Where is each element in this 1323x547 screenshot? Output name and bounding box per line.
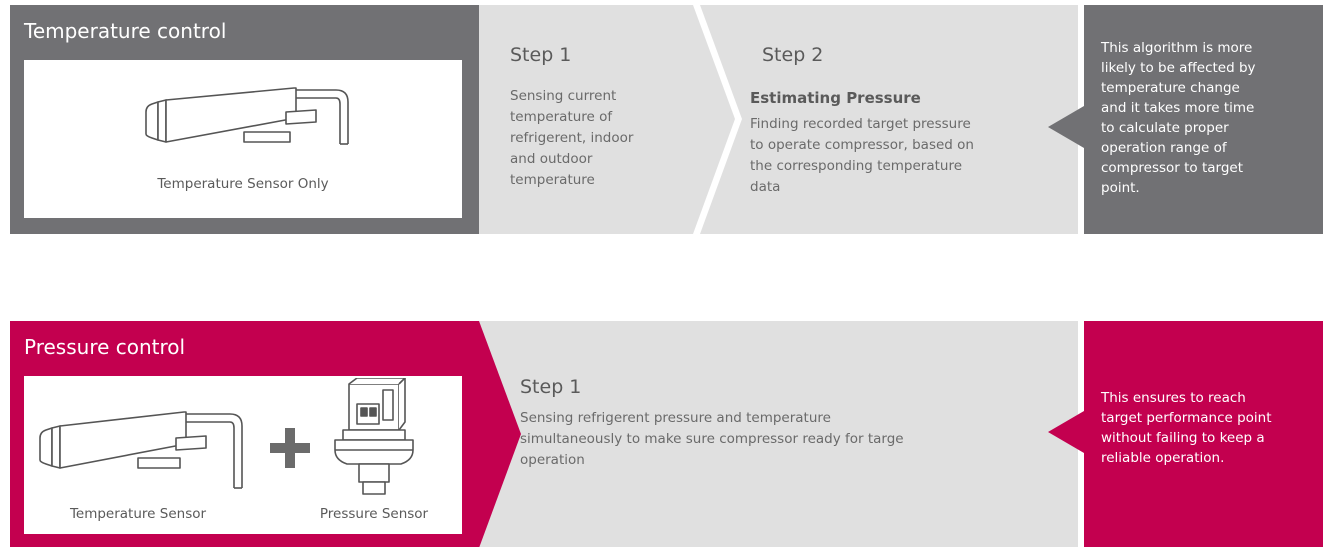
pressure-step1-title: Step 1 [520,376,582,398]
step2-panel [700,5,1078,234]
pressure-step1-body: Sensing refrigerent pressure and tempera… [520,408,1060,471]
step1-panel [479,5,735,234]
body-line: and outdoor [510,151,593,167]
pressure-step-panel [479,321,1078,547]
body-line: temperature of [510,109,613,125]
temperature-step2-title: Step 2 [762,44,824,66]
plus-icon [270,428,310,468]
pressure-sensor-icon [334,378,414,495]
body-line: operation [520,452,585,468]
temperature-control-title: Temperature control [24,19,227,43]
temperature-step1-title: Step 1 [510,44,572,66]
body-line: simultaneously to make sure compressor r… [520,431,904,447]
body-line: data [750,179,781,195]
note-line: compressor to target [1101,160,1244,176]
pressure-sensors-card: Temperature Sensor Pressure Sensor [24,376,462,534]
note-line: likely to be affected by [1101,60,1256,76]
note-line: This algorithm is more [1101,40,1253,56]
note-line: temperature change [1101,80,1240,96]
pressure-control-title: Pressure control [24,335,186,359]
temperature-sensor-icon [145,87,349,145]
temperature-sensor-only-caption: Temperature Sensor Only [157,176,329,192]
pressure-sensor-caption: Pressure Sensor [319,506,429,522]
note-line: to calculate proper [1101,120,1229,136]
body-line: to operate compressor, based on [750,137,974,153]
temperature-sensor-caption: Temperature Sensor [69,506,207,522]
body-line: Sensing refrigerent pressure and tempera… [520,410,831,426]
body-line: temperature [510,172,595,188]
body-line: Finding recorded target pressure [750,116,971,132]
body-line: refrigerent, indoor [510,130,634,146]
note-line: and it takes more time [1101,100,1255,116]
note-line: reliable operation. [1101,450,1225,466]
temperature-sensor-icon [39,411,243,489]
pressure-note-box [1048,321,1323,547]
body-line: Sensing current [510,88,617,104]
note-line: without failing to keep a [1101,430,1265,446]
pressure-note-text: This ensures to reach target performance… [1101,388,1311,468]
temperature-step2-body: Finding recorded target pressure to oper… [750,114,1050,198]
temperature-step1-body: Sensing current temperature of refrigere… [510,86,690,191]
temperature-note-text: This algorithm is more likely to be affe… [1101,38,1311,198]
note-line: point. [1101,180,1140,196]
body-line: the corresponding temperature [750,158,963,174]
note-line: operation range of [1101,140,1227,156]
note-line: This ensures to reach [1101,390,1246,406]
temperature-note-box [1048,5,1323,234]
temperature-sensor-card: Temperature Sensor Only [24,60,462,218]
note-line: target performance point [1101,410,1272,426]
temperature-step2-subtitle: Estimating Pressure [750,89,921,107]
